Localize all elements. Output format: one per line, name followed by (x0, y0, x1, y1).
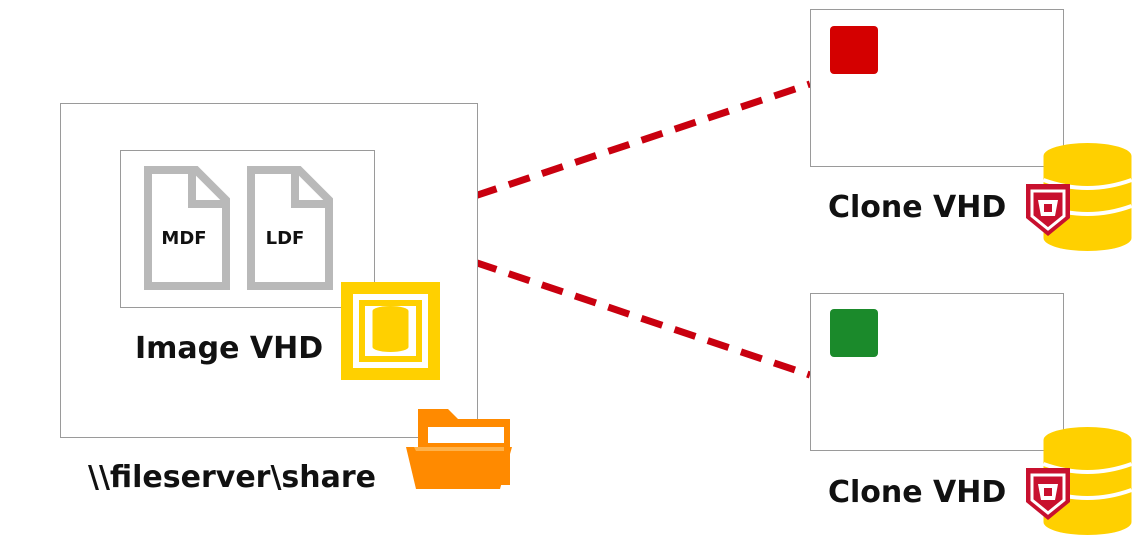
redgate-badge-icon (1026, 184, 1070, 236)
ldf-label: LDF (266, 228, 305, 249)
clone-status-red (830, 26, 878, 74)
ldf-file-icon: LDF (247, 166, 333, 290)
mdf-file-icon: MDF (144, 166, 230, 290)
clone-status-green (830, 309, 878, 357)
database-frame-icon (341, 282, 440, 380)
redgate-badge-icon (1026, 468, 1070, 520)
mdf-label: MDF (161, 228, 206, 249)
clone-title-2: Clone VHD (828, 475, 1007, 510)
image-vhd-title: Image VHD (135, 331, 324, 366)
share-path: \\fileserver\share (88, 460, 377, 495)
folder-icon (406, 409, 512, 489)
clone-title-1: Clone VHD (828, 190, 1007, 225)
